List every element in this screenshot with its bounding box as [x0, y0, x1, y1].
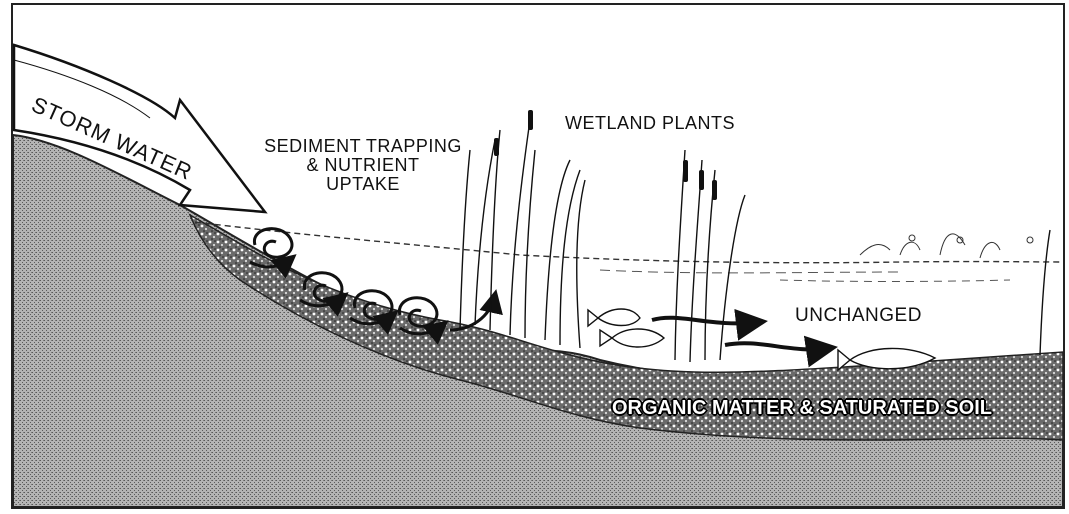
sediment-trapping-label: SEDIMENT TRAPPING & NUTRIENT UPTAKE	[228, 137, 498, 194]
wetland-plants-label: WETLAND PLANTS	[565, 114, 735, 133]
sediment-line-3: UPTAKE	[228, 175, 498, 194]
sediment-line-1: SEDIMENT TRAPPING	[228, 137, 498, 156]
sediment-line-2: & NUTRIENT	[228, 156, 498, 175]
organic-matter-label: ORGANIC MATTER & SATURATED SOIL	[612, 398, 992, 419]
unchanged-label: UNCHANGED	[795, 306, 922, 326]
